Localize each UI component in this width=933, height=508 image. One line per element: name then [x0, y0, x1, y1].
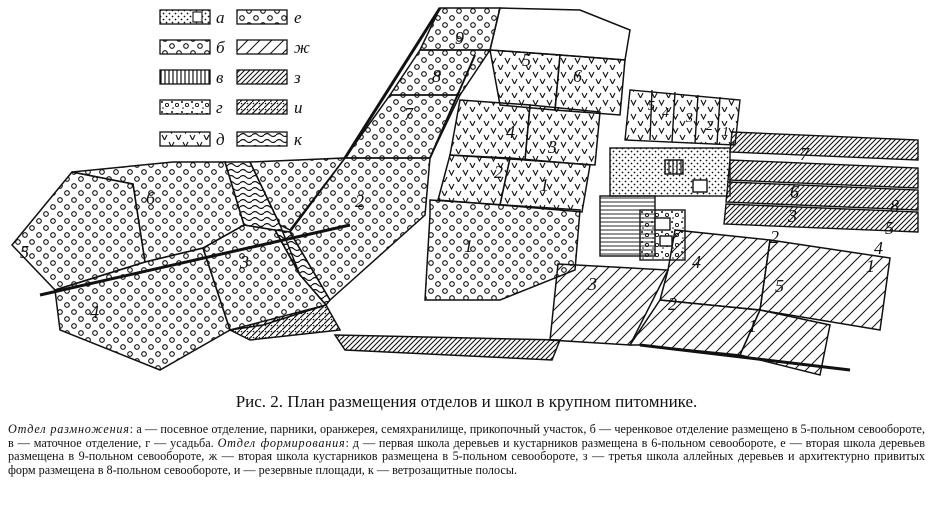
description-section2-title: Отдел формирования — [217, 435, 346, 450]
description-section2-text: : д — первая школа деревьев и кустарнико… — [8, 435, 925, 477]
windbreak-lower — [273, 229, 331, 307]
plot-d-6 — [554, 54, 626, 116]
plot-number-ds1: 1 — [722, 125, 729, 140]
plot-z-6 — [727, 159, 919, 189]
plot-number-zh3: 3 — [587, 274, 597, 294]
legend-label-k: к — [294, 130, 303, 149]
legend-swatch-zh — [236, 39, 288, 55]
plot-number-z1: 1 — [866, 256, 875, 276]
legend-label-d: д — [216, 130, 225, 149]
nursery-plan: а б в г д е ж з и к — [10, 7, 919, 376]
plot-number-z8: 8 — [890, 196, 899, 216]
plot-number-e4: 4 — [90, 302, 99, 322]
plot-number-e8: 8 — [432, 66, 441, 86]
plot-number-d5: 5 — [522, 50, 531, 70]
plot-number-e5: 5 — [20, 242, 29, 262]
second-school-shrubs — [333, 229, 891, 376]
plot-number-d4: 4 — [506, 122, 515, 142]
road-upper-diagonal — [343, 7, 442, 159]
legend-swatch-k — [236, 131, 288, 147]
plot-number-e2: 2 — [355, 191, 364, 211]
legend-swatch-z — [236, 69, 288, 85]
legend-label-e: е — [294, 8, 302, 27]
left-tract — [10, 157, 351, 371]
reserve-lower-left — [227, 304, 342, 341]
plot-number-zh5: 5 — [775, 276, 784, 296]
plot-number-z3: 3 — [787, 206, 797, 226]
plot-number-ds4: 4 — [662, 106, 669, 121]
legend-label-a: а — [216, 8, 225, 27]
road-bottom-right — [639, 343, 851, 372]
plot-number-zh1: 1 — [748, 316, 757, 336]
reserve-bottom — [333, 334, 562, 361]
plot-number-ds5: 5 — [648, 99, 655, 114]
legend-swatch-b — [159, 39, 211, 55]
plot-number-d3: 3 — [547, 137, 557, 157]
legend-label-v: в — [216, 68, 224, 87]
plot-z-7 — [729, 131, 919, 161]
figure-description: Отдел размножения: а — посевное отделени… — [8, 422, 925, 477]
plot-e-2 — [289, 157, 431, 302]
plot-number-ds3: 3 — [685, 111, 693, 126]
plot-number-z4: 4 — [874, 238, 883, 258]
upper-outline — [489, 7, 631, 61]
plot-e-strip — [248, 157, 347, 231]
plot-z-8 — [725, 181, 919, 211]
legend-label-z: з — [293, 68, 301, 87]
plot-number-z6: 6 — [790, 182, 799, 202]
legend — [159, 9, 288, 147]
plot-d-3 — [524, 104, 601, 166]
legend-swatch-v — [159, 69, 211, 85]
plot-number-e7: 7 — [404, 104, 414, 124]
plot-number-e1: 1 — [464, 236, 473, 256]
plot-number-zh4: 4 — [692, 252, 701, 272]
plot-number-d2: 2 — [494, 162, 503, 182]
plot-number-z7: 7 — [800, 144, 810, 164]
legend-swatch-d — [159, 131, 211, 147]
plot-number-d6: 6 — [573, 66, 582, 86]
legend-swatch-g — [159, 99, 211, 115]
plot-number-d1: 1 — [540, 175, 549, 195]
plot-number-z2: 2 — [770, 227, 779, 247]
description-section1-title: Отдел размножения — [8, 422, 130, 436]
plot-d-4 — [449, 99, 531, 161]
plot-number-e6: 6 — [146, 188, 155, 208]
legend-label-zh: ж — [294, 38, 310, 57]
plot-d-1 — [499, 157, 591, 213]
plot-zh-5 — [759, 239, 891, 331]
legend-label-b: б — [216, 38, 225, 57]
right-small-blocks — [599, 89, 741, 261]
mother-section — [664, 159, 684, 175]
central-tract — [289, 7, 631, 302]
plot-number-e9: 9 — [455, 28, 464, 48]
plot-z-3 — [723, 203, 919, 233]
description-section1-text: : а — посевное отделение, парники, оранж… — [8, 422, 925, 450]
plot-number-zh2: 2 — [668, 294, 677, 314]
legend-swatch-i — [236, 99, 288, 115]
plot-number-e3: 3 — [239, 252, 249, 272]
figure-caption: Рис. 2. План размещения отделов и школ в… — [235, 392, 698, 411]
plot-number-ds2: 2 — [706, 119, 713, 134]
legend-label-g: г — [216, 98, 223, 117]
plot-number-z5: 5 — [885, 218, 894, 238]
third-school — [723, 131, 919, 233]
legend-label-i: и — [294, 98, 303, 117]
legend-swatch-e — [236, 9, 288, 25]
